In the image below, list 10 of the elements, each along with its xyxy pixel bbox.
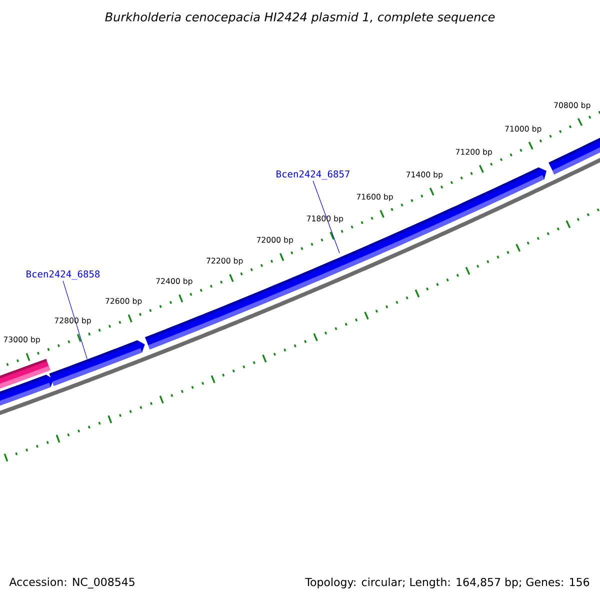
summary-text: Topology: circular; Length: 164,857 bp; Genes: 156: [305, 578, 590, 588]
leader-line: [312, 180, 340, 254]
title: Burkholderia cenocepacia HI2424 plasmid 1, complete sequence: [105, 12, 495, 24]
gene-label: Bcen2424_6858: [26, 270, 100, 280]
accession-text: Accession: NC_008545: [9, 578, 134, 588]
gene-label: Bcen2424_6857: [276, 170, 350, 180]
gene-block: [49, 340, 145, 386]
gene-block: [145, 167, 546, 350]
leader-line: [62, 280, 88, 360]
gene-block: [0, 374, 54, 407]
